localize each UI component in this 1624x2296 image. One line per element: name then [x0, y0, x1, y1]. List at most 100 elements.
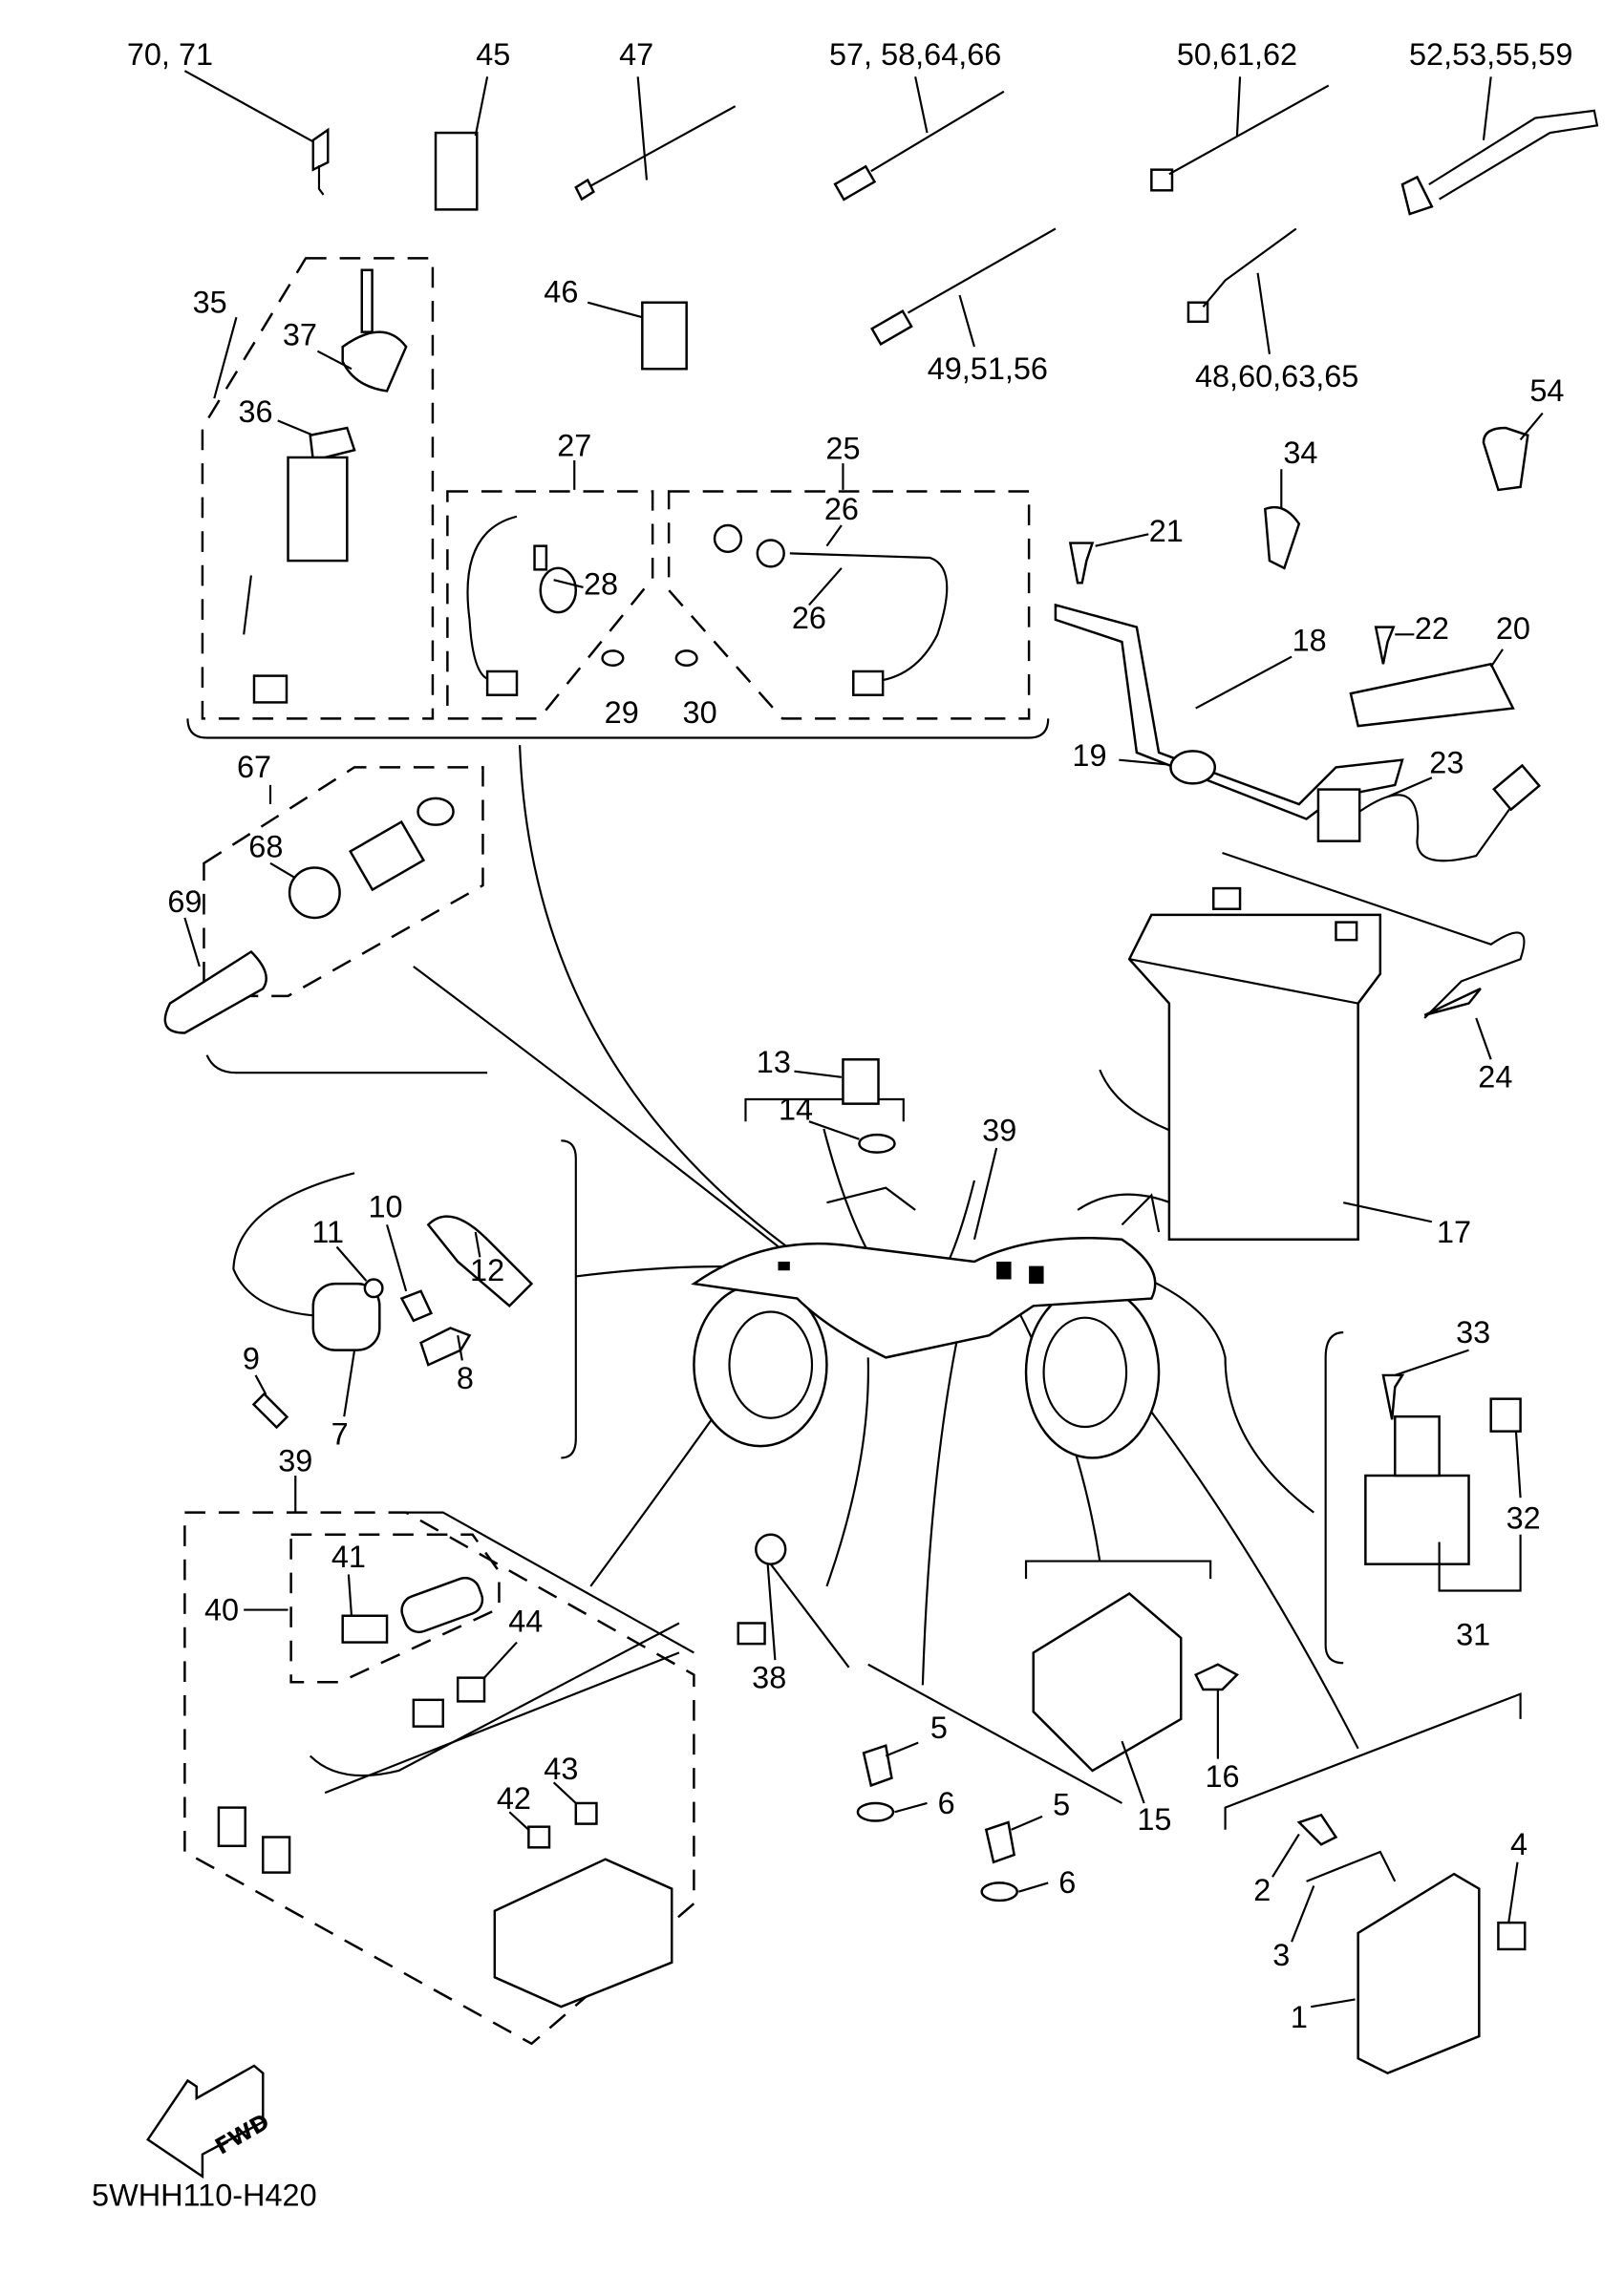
grommet-19 — [1169, 750, 1217, 785]
diagram-code: 5WHH110-H420 — [92, 2179, 317, 2213]
callout: 47 — [619, 37, 653, 72]
callout: 3 — [1272, 1938, 1290, 1972]
ignition-coil-7 — [232, 1172, 534, 1351]
callout: 7 — [331, 1417, 349, 1452]
callout: 38 — [752, 1660, 786, 1694]
bracket-switch-group — [186, 718, 1050, 739]
callout: 15 — [1137, 1802, 1171, 1837]
callout: 18 — [1293, 623, 1327, 657]
group-40-box — [289, 1533, 501, 1684]
cable-tie-49 — [870, 227, 1057, 346]
callout: 52,53,55,59 — [1409, 37, 1572, 72]
callout: 10 — [368, 1190, 402, 1224]
callout: 43 — [544, 1752, 578, 1786]
cable-tie-50 — [1150, 84, 1330, 192]
bracket-1 — [1224, 1692, 1522, 1830]
callout: 40 — [204, 1592, 239, 1626]
callout: 34 — [1283, 436, 1317, 470]
callout: 29 — [605, 695, 639, 730]
clamp-52 — [1400, 109, 1599, 216]
battery-17 — [1127, 851, 1526, 1242]
coupler-45-part — [434, 131, 479, 211]
group-27-box — [446, 490, 654, 720]
callout: 1 — [1291, 2000, 1308, 2034]
callout: 20 — [1496, 611, 1530, 646]
callout: 8 — [457, 1361, 474, 1395]
bolt-33 — [1381, 1373, 1405, 1420]
lead-23 — [1316, 763, 1542, 862]
callout: 25 — [825, 431, 860, 465]
bulb-29 — [601, 649, 625, 668]
screw-22 — [1374, 626, 1396, 665]
callout: 36 — [238, 394, 272, 429]
callout: 4 — [1510, 1827, 1528, 1861]
group-35-box — [201, 257, 435, 720]
bracket-67 — [205, 1054, 488, 1074]
washer-14 — [858, 1133, 896, 1154]
callout: 17 — [1437, 1215, 1471, 1249]
bolt-5a — [862, 1744, 893, 1788]
callout: 46 — [544, 275, 578, 309]
callout: 21 — [1149, 514, 1184, 548]
callout: 26 — [792, 601, 826, 635]
callout: 11 — [311, 1215, 344, 1249]
washer-11 — [363, 1278, 384, 1299]
bracket-coil — [561, 1139, 577, 1459]
callout: 68 — [248, 830, 283, 864]
callout: 6 — [938, 1786, 955, 1820]
callout: 70, 71 — [127, 37, 213, 72]
callout: 5 — [1053, 1787, 1070, 1821]
bracket-15 — [1024, 1560, 1212, 1580]
callout: 19 — [1072, 738, 1106, 773]
callout: 26 — [824, 492, 859, 526]
screw-2 — [1296, 1813, 1338, 1846]
callout: 41 — [331, 1540, 366, 1574]
callout: 6 — [1058, 1865, 1076, 1900]
main-switch-35 — [243, 268, 408, 704]
bolt-5b — [984, 1820, 1016, 1864]
grommet-4 — [1497, 1921, 1527, 1951]
fuse-32 — [1489, 1397, 1522, 1433]
bracket-relay — [1324, 1331, 1344, 1665]
callout: 44 — [508, 1605, 543, 1639]
callout: 57, 58,64,66 — [829, 37, 1001, 72]
callout: 30 — [683, 695, 717, 730]
atv-illustration — [691, 1186, 1161, 1459]
starter-relay-31 — [1364, 1414, 1522, 1592]
callout: 39 — [982, 1113, 1016, 1147]
bolt-21 — [1068, 542, 1095, 585]
bulb-30 — [674, 649, 698, 668]
cable-tie-48 — [1186, 227, 1297, 324]
callout: 23 — [1429, 746, 1464, 780]
callout: 2 — [1253, 1873, 1271, 1907]
callout: 12 — [470, 1253, 504, 1287]
cable-tie-57 — [833, 90, 1005, 202]
bracket-39 — [406, 1511, 694, 1654]
callout: 27 — [557, 428, 591, 462]
cdi-unit-1 — [1357, 1872, 1481, 2075]
bracket-13 — [744, 1097, 905, 1122]
callout: 45 — [476, 37, 510, 72]
cover-20 — [1349, 662, 1515, 728]
callout: 31 — [1456, 1618, 1490, 1652]
washer-6a — [856, 1801, 895, 1822]
grip-69 — [163, 949, 267, 1034]
callout: 16 — [1205, 1759, 1239, 1794]
lead-24 — [1423, 988, 1482, 1017]
socket-67 — [349, 797, 455, 892]
callout: 32 — [1506, 1501, 1541, 1536]
clamp-34 — [1264, 505, 1301, 570]
sub-harness-27 — [466, 515, 578, 696]
bracket-3 — [1306, 1850, 1397, 1882]
callout: 48,60,63,65 — [1195, 359, 1358, 393]
wire-harness-39 — [217, 1576, 680, 2009]
callout: 42 — [497, 1781, 531, 1816]
nut-68 — [288, 866, 341, 920]
callout: 39 — [278, 1443, 312, 1478]
forward-arrow-icon: FWD — [146, 2064, 274, 2179]
sub-harness-25 — [713, 523, 949, 696]
clamp-54 — [1482, 426, 1529, 492]
callout: 22 — [1415, 611, 1449, 646]
